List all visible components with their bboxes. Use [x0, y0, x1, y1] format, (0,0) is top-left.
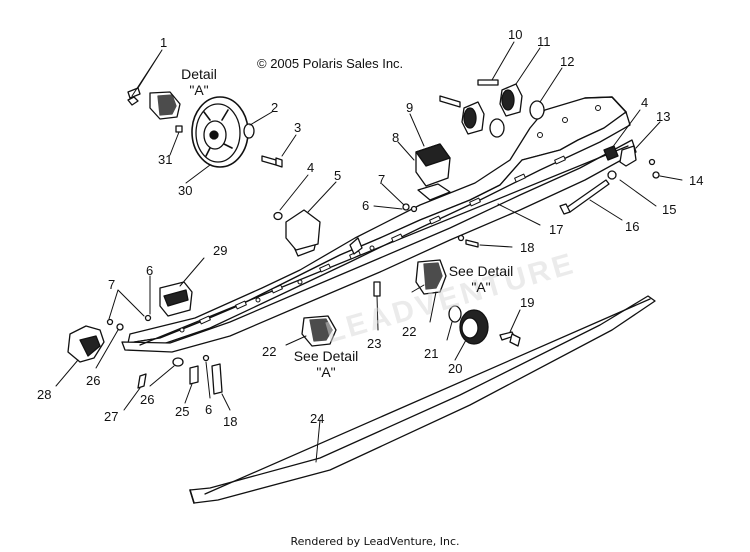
see-detail-lower-letter: "A"	[316, 364, 336, 380]
callout-7-left: 7	[108, 277, 116, 292]
callout-7-upper: 7	[378, 172, 386, 187]
callout-10: 10	[508, 27, 523, 42]
detail-a-title: Detail "A"	[176, 66, 222, 98]
callout-18-lower: 18	[223, 414, 238, 429]
callout-16: 16	[625, 219, 640, 234]
callout-4-right: 4	[641, 95, 649, 110]
callout-6-lower: 6	[205, 402, 213, 417]
callout-3: 3	[294, 120, 302, 135]
detail-letter: "A"	[189, 82, 209, 98]
leader-lines	[55, 41, 683, 463]
callout-26-center: 26	[140, 392, 155, 407]
wear-bar	[189, 295, 656, 504]
callout-31: 31	[158, 152, 173, 167]
callout-18-upper: 18	[520, 240, 535, 255]
callout-2: 2	[271, 100, 279, 115]
callout-15: 15	[662, 202, 677, 217]
callout-22-upper: 22	[402, 324, 417, 339]
detail-heading: Detail	[181, 66, 217, 82]
see-detail-upper: See Detail "A"	[444, 263, 518, 295]
callout-29: 29	[213, 243, 228, 258]
callout-28: 28	[37, 387, 52, 402]
callout-24: 24	[310, 411, 325, 426]
callout-5: 5	[334, 168, 342, 183]
callout-26-left: 26	[86, 373, 101, 388]
callout-9: 9	[406, 100, 414, 115]
callout-25: 25	[175, 404, 190, 419]
callout-1: 1	[160, 35, 168, 50]
copyright-text: © 2005 Polaris Sales Inc.	[257, 56, 404, 71]
see-detail-lower: See Detail "A"	[289, 348, 363, 380]
callout-22-lower: 22	[262, 344, 277, 359]
callout-17: 17	[549, 222, 564, 237]
idler-wheel-detail	[191, 96, 249, 168]
callout-27: 27	[104, 409, 119, 424]
see-detail-upper-text: See Detail	[448, 263, 514, 279]
callout-6-upper: 6	[362, 198, 370, 213]
callout-6-left: 6	[146, 263, 154, 278]
callout-14: 14	[689, 173, 704, 188]
rail-assembly	[121, 96, 637, 353]
callout-12: 12	[560, 54, 575, 69]
footer-credit: Rendered by LeadVenture, Inc.	[290, 535, 460, 548]
callout-13: 13	[656, 109, 671, 124]
see-detail-lower-text: See Detail	[293, 348, 359, 364]
callout-11: 11	[537, 34, 551, 49]
callout-30: 30	[178, 183, 193, 198]
callout-21: 21	[424, 346, 439, 361]
callout-19: 19	[520, 295, 535, 310]
idler-bracket-detail	[149, 91, 181, 120]
see-detail-upper-letter: "A"	[471, 279, 491, 295]
callout-8: 8	[392, 130, 400, 145]
callout-23: 23	[367, 336, 382, 351]
callout-20: 20	[448, 361, 463, 376]
callout-4-left: 4	[307, 160, 315, 175]
